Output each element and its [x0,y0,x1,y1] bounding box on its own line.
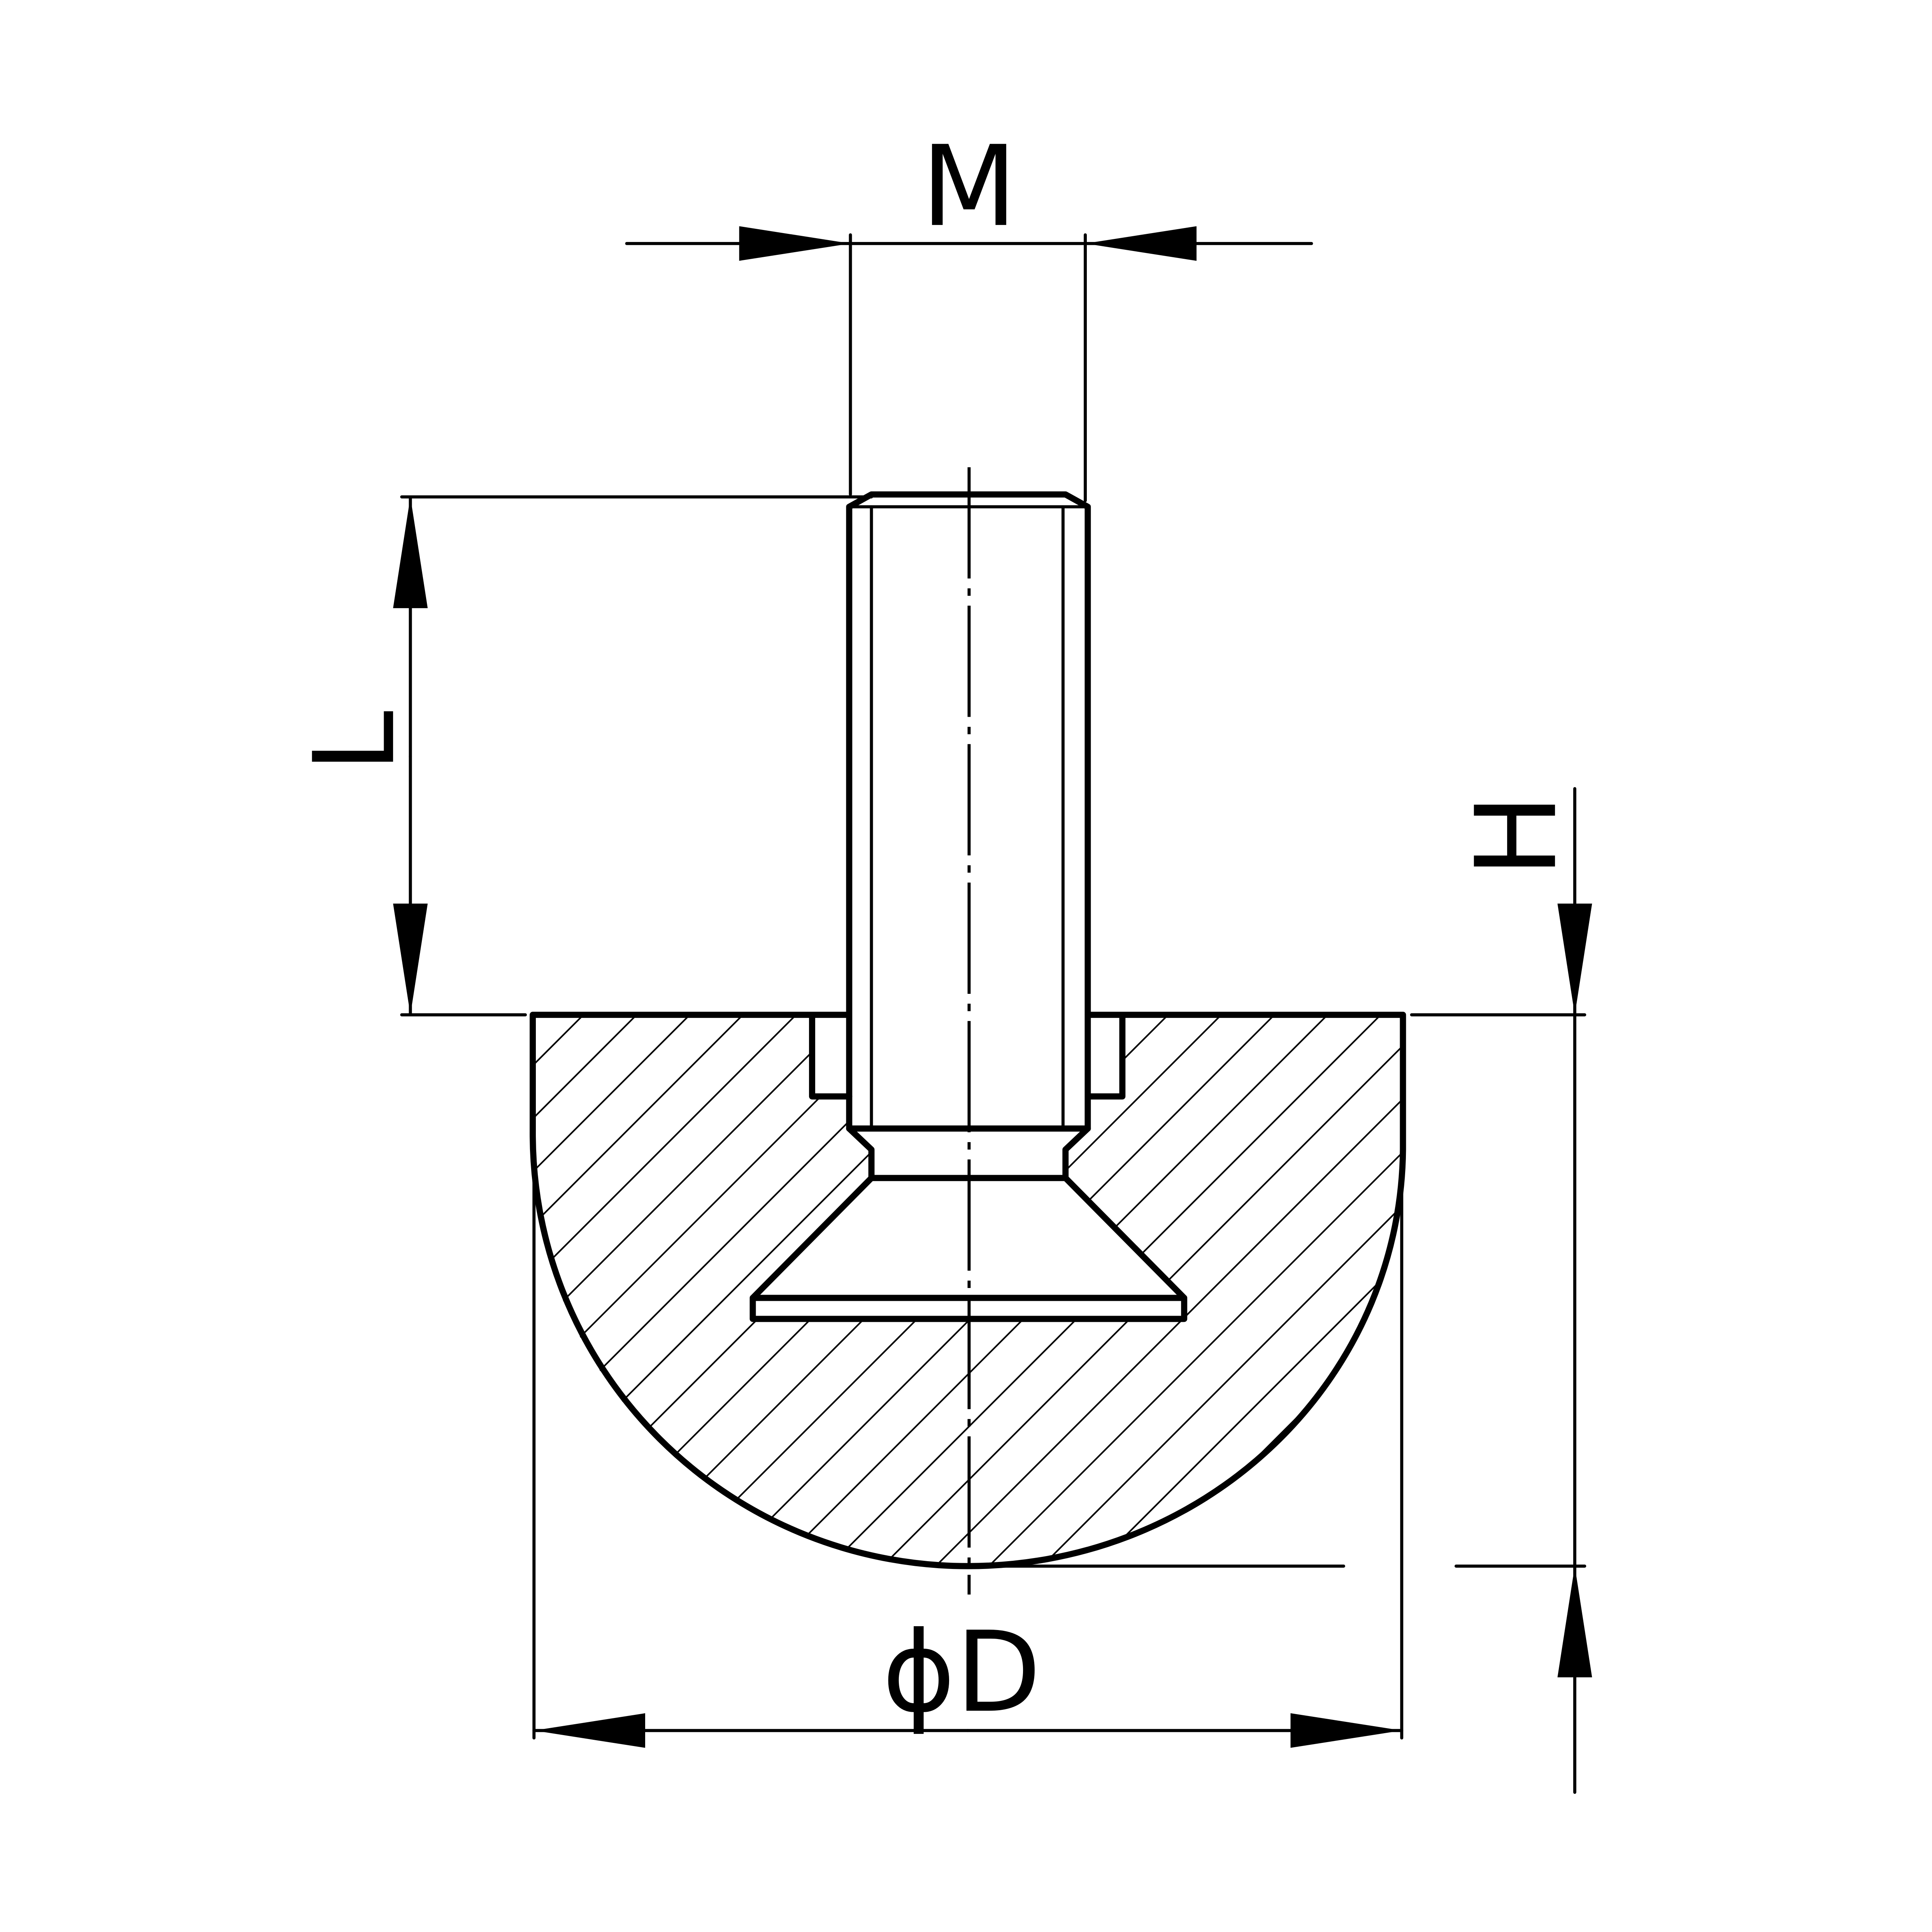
hatch-line [947,1014,1403,1566]
hatch-line [1213,1014,1403,1566]
dimension-h: H [967,787,1592,1794]
hatch-line [532,1014,610,1566]
hatch-line [1160,1014,1403,1566]
label-diameter: ϕD [882,1608,1041,1737]
hatch-line [1054,1014,1403,1566]
hatch-line [532,1014,716,1566]
hatch-line [1320,1014,1403,1566]
recess-left [809,1012,853,1100]
label-l: L [290,710,419,773]
label-h: H [1452,794,1581,877]
hatch-line [1372,1014,1403,1566]
dimension-d: ϕD [532,1148,1404,1748]
hatch-line [1000,1014,1403,1566]
hatch-line [532,1014,823,1566]
recess-right [1084,1012,1126,1100]
hatch-line [532,1014,557,1566]
dimension-m: M [625,122,1313,502]
hatch-line [1107,1014,1403,1566]
label-m: M [921,122,1017,251]
hatch-line [532,1014,770,1566]
hatch-line [894,1014,1403,1566]
hatch-line [532,1014,663,1566]
dimension-l: L [290,495,873,1016]
